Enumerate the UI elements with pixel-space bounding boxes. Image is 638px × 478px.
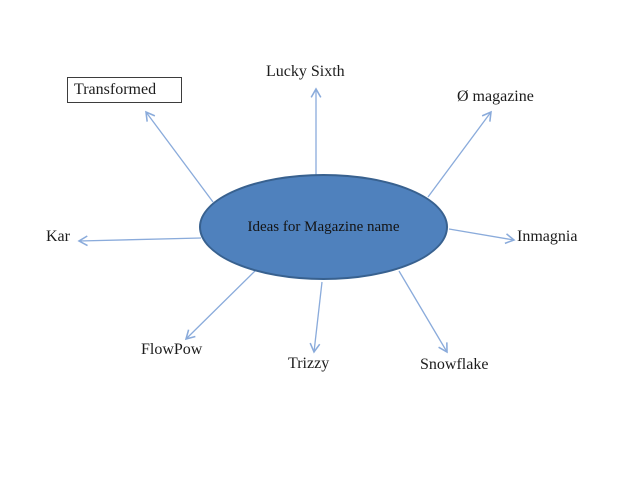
idea-label-flowpow: FlowPow bbox=[141, 341, 203, 358]
idea-box-transformed: Transformed bbox=[67, 77, 182, 103]
arrow-to-trizzy bbox=[309, 281, 323, 354]
arrow-to-transformed bbox=[145, 110, 214, 203]
central-topic-label: Ideas for Magazine name bbox=[247, 218, 400, 235]
idea-label-lucky-sixth: Lucky Sixth bbox=[266, 63, 345, 80]
idea-label-trizzy: Trizzy bbox=[288, 355, 330, 372]
idea-label-o-magazine: Ø magazine bbox=[457, 88, 534, 105]
idea-label-inmagnia: Inmagnia bbox=[517, 228, 578, 245]
arrow-to-inmagnia bbox=[448, 228, 516, 245]
arrow-to-flowpow bbox=[184, 270, 256, 341]
arrow-to-o-magazine bbox=[427, 110, 492, 198]
idea-label-snowflake: Snowflake bbox=[420, 356, 489, 373]
idea-label-kar: Kar bbox=[46, 228, 70, 245]
arrow-to-kar bbox=[77, 235, 202, 247]
idea-label-transformed: Transformed bbox=[74, 81, 157, 98]
central-topic-ellipse: Ideas for Magazine name bbox=[199, 174, 448, 280]
arrow-to-snowflake bbox=[398, 270, 448, 354]
